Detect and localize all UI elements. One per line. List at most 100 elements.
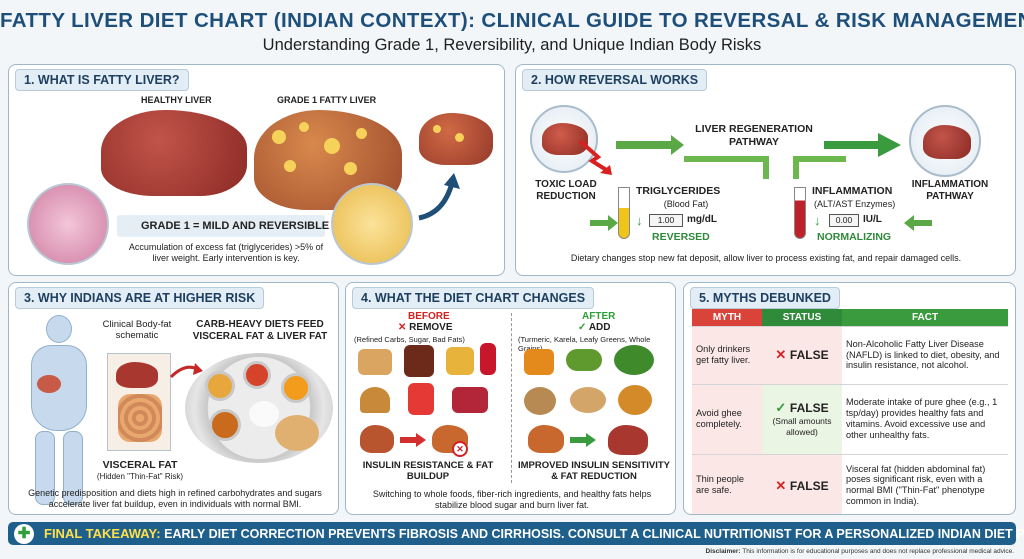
page-subtitle: Understanding Grade 1, Reversibility, an… — [262, 36, 762, 54]
carb-heavy-label: CARB-HEAVY DIETS FEED VISCERAL FAT & LIV… — [192, 319, 328, 342]
panel-what-is-fatty-liver: 1. WHAT IS FATTY LIVER? HEALTHY LIVER GR… — [8, 64, 505, 276]
right-arrow-icon — [400, 433, 426, 447]
healthy-liver-image — [101, 110, 247, 196]
pathway-arrow-icon — [616, 133, 901, 179]
panel-title: 2. HOW REVERSAL WORKS — [522, 69, 708, 91]
inflammation-value-box: 0.00 — [829, 214, 859, 227]
takeaway-label: FINAL TAKEAWAY: — [44, 526, 161, 541]
fatty-liver-result-image — [360, 425, 394, 453]
inflammation-label: INFLAMMATION — [812, 185, 893, 197]
bread-image — [358, 349, 392, 375]
disclaimer-text: This information is for educational purp… — [742, 548, 1014, 555]
status-header: STATUS — [762, 309, 842, 326]
visceral-fat-label: VISCERAL FAT — [102, 459, 178, 471]
right-arrow-icon — [570, 433, 596, 447]
arrow-up-icon — [418, 173, 460, 221]
healthy-cell-circle — [27, 183, 109, 265]
triglycerides-unit: mg/dL — [687, 214, 717, 225]
myth-header: MYTH — [692, 309, 762, 326]
triglycerides-sub: (Blood Fat) — [663, 199, 709, 209]
status-sub: (Small amounts allowed) — [772, 415, 832, 437]
takeaway-text: EARLY DIET CORRECTION PREVENTS FIBROSIS … — [164, 527, 1024, 541]
toxic-load-label: TOXIC LOAD REDUCTION — [535, 179, 597, 202]
healthy-liver-result-image — [608, 425, 648, 455]
down-arrow-icon: ↓ — [636, 213, 643, 228]
triglycerides-label: TRIGLYCERIDES — [636, 185, 721, 197]
status-value: FALSE — [789, 348, 829, 363]
add-label-row: ✓ ADD — [578, 322, 610, 333]
right-result-label: IMPROVED INSULIN SENSITIVITY & FAT REDUC… — [517, 460, 671, 482]
inflammation-value: 0.00 — [835, 215, 853, 225]
table-row: Only drinkers get fatty liver. ✕ FALSE N… — [692, 325, 1008, 384]
panel2-description: Dietary changes stop new fat deposit, al… — [570, 253, 962, 263]
soda-image — [404, 345, 434, 377]
add-sub: (Turmeric, Karela, Leafy Greens, Whole G… — [518, 335, 651, 353]
panel-diet-chart-changes: 4. WHAT THE DIET CHART CHANGES BEFORE ✕ … — [345, 282, 676, 515]
damaged-liver-icon — [530, 105, 598, 173]
remove-sub: (Refined Carbs, Sugar, Bad Fats) — [354, 335, 465, 344]
down-arrow-icon — [578, 139, 612, 175]
pathway-label: LIVER REGENERATION PATHWAY — [695, 123, 813, 148]
table-row: Avoid ghee completely. ✓ FALSE (Small am… — [692, 383, 1008, 454]
inflammation-pathway-label: INFLAMMATION PATHWAY — [911, 179, 989, 202]
fact-cell: Non-Alcoholic Fatty Liver Disease (NAFLD… — [842, 325, 1008, 384]
panel1-description: Accumulation of excess fat (triglyceride… — [128, 242, 324, 263]
left-arrow-icon — [904, 215, 932, 231]
myth-cell: Only drinkers get fatty liver. — [692, 325, 762, 384]
organ-schematic — [107, 353, 171, 451]
panel-indian-risk: 3. WHY INDIANS ARE AT HIGHER RISK Clinic… — [8, 282, 339, 515]
inflammation-sub: (ALT/AST Enzymes) — [814, 199, 896, 209]
fact-cell: Moderate intake of pure ghee (e.g., 1 ts… — [842, 383, 1008, 454]
karela-image — [566, 349, 602, 371]
status-cell: ✕ FALSE — [762, 453, 842, 514]
myths-table: MYTH STATUS FACT Only drinkers get fatty… — [692, 309, 1008, 514]
page-title: FATTY LIVER DIET CHART (INDIAN CONTEXT):… — [0, 9, 1024, 32]
triglycerides-status: REVERSED — [652, 231, 710, 243]
leafy-greens-image — [614, 345, 654, 375]
cola-can-image — [480, 343, 496, 375]
healthy-liver-label: HEALTHY LIVER — [141, 95, 212, 105]
inflammation-tube — [794, 187, 806, 239]
down-arrow-icon: ↓ — [814, 213, 821, 228]
remove-label-row: ✕ REMOVE — [398, 322, 453, 333]
inflammation-unit: IU/L — [863, 214, 882, 225]
x-icon: ✕ — [775, 347, 790, 363]
header: FATTY LIVER DIET CHART (INDIAN CONTEXT):… — [0, 0, 1024, 62]
fries-image — [446, 347, 474, 375]
disclaimer: Disclaimer: This information is for educ… — [706, 548, 1014, 555]
fatty-cell-circle — [331, 183, 413, 265]
before-label: BEFORE — [408, 311, 450, 322]
panel-myths-debunked: 5. MYTHS DEBUNKED MYTH STATUS FACT Only … — [683, 282, 1016, 515]
remove-label: REMOVE — [409, 322, 453, 333]
table-row: Thin people are safe. ✕ FALSE Visceral f… — [692, 453, 1008, 514]
panel-title: 5. MYTHS DEBUNKED — [690, 287, 840, 309]
checkmark-icon: ✓ — [578, 322, 587, 333]
myth-cell: Avoid ghee completely. — [692, 383, 762, 454]
status-cell: ✓ FALSE (Small amounts allowed) — [762, 383, 842, 454]
triglycerides-value-box: 1.00 — [649, 214, 683, 227]
checkmark-icon: ✓ — [775, 400, 790, 416]
visceral-fat-sub: (Hidden "Thin-Fat" Risk) — [96, 472, 184, 481]
fatty-liver-label: GRADE 1 FATTY LIVER — [277, 95, 377, 105]
inflammation-status: NORMALIZING — [817, 231, 892, 243]
fatty-liver-image — [254, 110, 402, 210]
panel-title: 1. WHAT IS FATTY LIVER? — [15, 69, 189, 91]
whole-grains-image — [524, 387, 556, 415]
dal-image — [618, 385, 652, 415]
small-fatty-liver-image — [419, 113, 493, 165]
body-silhouette — [23, 313, 95, 509]
x-icon: ✕ — [398, 322, 407, 333]
panel-title: 4. WHAT THE DIET CHART CHANGES — [352, 287, 595, 309]
triglycerides-value: 1.00 — [657, 215, 675, 225]
samosa-image — [360, 387, 390, 413]
triglycerides-tube — [618, 187, 630, 239]
myth-cell: Thin people are safe. — [692, 453, 762, 514]
status-cell: ✕ FALSE — [762, 325, 842, 384]
panel-how-reversal-works: 2. HOW REVERSAL WORKS LIVER REGENERATION… — [515, 64, 1016, 276]
fact-cell: Visceral fat (hidden abdominal fat) pose… — [842, 453, 1008, 514]
panel-title: 3. WHY INDIANS ARE AT HIGHER RISK — [15, 287, 265, 309]
schematic-label: Clinical Body-fat schematic — [102, 319, 172, 342]
disclaimer-label: Disclaimer: — [705, 548, 741, 555]
panel4-description: Switching to whole foods, fiber-rich ing… — [372, 489, 652, 510]
grade-text: GRADE 1 = MILD AND REVERSIBLE — [141, 220, 330, 232]
